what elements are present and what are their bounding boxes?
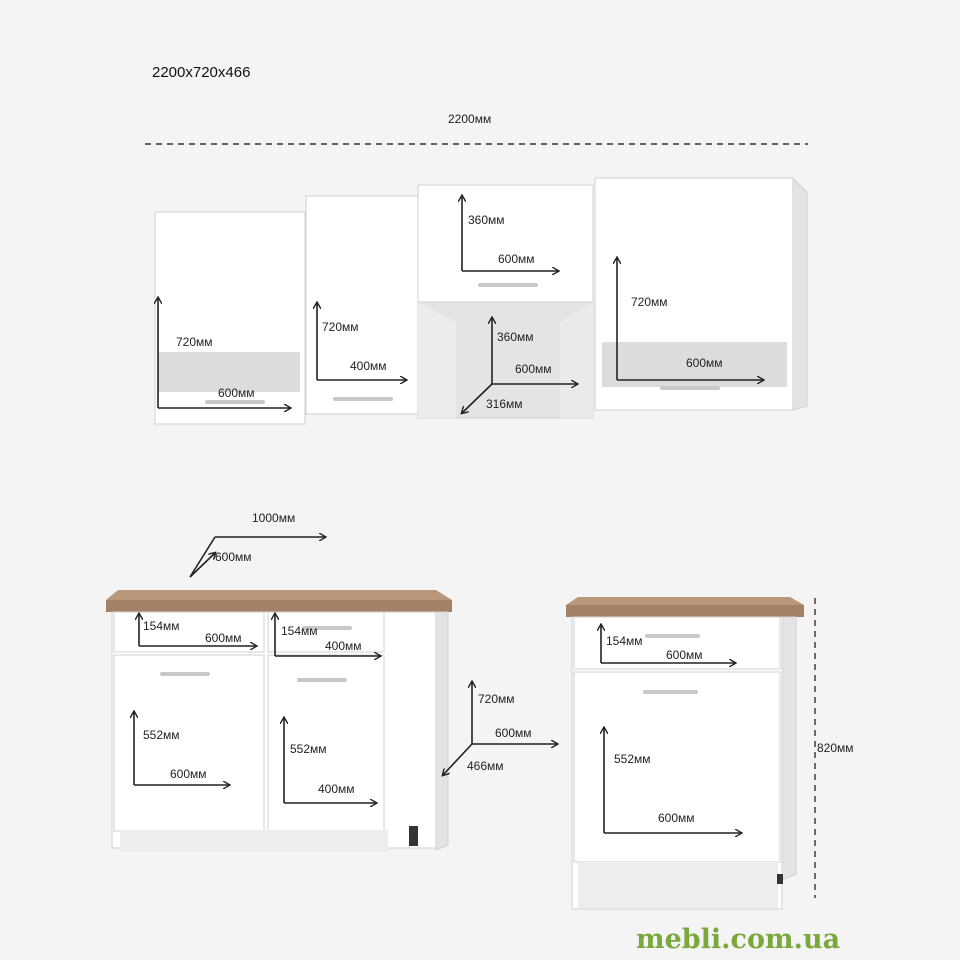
lower-door-left-height-label: 552мм	[143, 728, 180, 742]
upper-cabinet-open-niche	[417, 301, 594, 419]
lower-double-cabinet	[106, 590, 452, 852]
upper-cab3-width-label: 600мм	[498, 252, 535, 266]
lower-door-left-width-label: 600мм	[170, 767, 207, 781]
upper-cab2-height-label: 720мм	[322, 320, 359, 334]
upper-cab4-height-label: 720мм	[631, 295, 668, 309]
lower-gap-width-label: 600мм	[495, 726, 532, 740]
upper-cab3-height-label: 360мм	[468, 213, 505, 227]
upper-cab1-width-label: 600мм	[218, 386, 255, 400]
lower-top-width-label: 1000мм	[252, 511, 295, 525]
total-width-label: 2200мм	[448, 112, 491, 126]
upper-cab1-height-label: 720мм	[176, 335, 213, 349]
lower-single-cabinet	[566, 597, 804, 910]
lower-door-right-width-label: 400мм	[318, 782, 355, 796]
lower-top-depth-label: 600мм	[215, 550, 252, 564]
lower-door-right-height-label: 552мм	[290, 742, 327, 756]
single-door-height-label: 552мм	[614, 752, 651, 766]
lower-drawer-left-width-label: 600мм	[205, 631, 242, 645]
single-drawer-height-label: 154мм	[606, 634, 643, 648]
upper-gap-depth-arrow	[462, 383, 493, 413]
upper-gap-height-label: 360мм	[497, 330, 534, 344]
lower-top-corner-line	[189, 536, 216, 578]
lower-top-depth-arrow	[189, 553, 215, 578]
set-dimensions-title: 2200x720x466	[152, 64, 250, 81]
lower-drawer-right-width-label: 400мм	[325, 639, 362, 653]
single-door-width-label: 600мм	[658, 811, 695, 825]
upper-cabinet-2	[305, 195, 419, 415]
lower-gap-height-label: 720мм	[478, 692, 515, 706]
watermark: mebli.com.ua	[636, 924, 840, 955]
upper-gap-width-label: 600мм	[515, 362, 552, 376]
single-total-height-label: 820мм	[817, 741, 854, 755]
upper-cabinet-4	[594, 176, 808, 411]
upper-cabinet-1	[154, 211, 306, 425]
lower-drawer-left-height-label: 154мм	[143, 619, 180, 633]
upper-cab2-width-label: 400мм	[350, 359, 387, 373]
single-drawer-width-label: 600мм	[666, 648, 703, 662]
upper-cabinet-3	[417, 184, 594, 303]
upper-gap-depth-label: 316мм	[486, 397, 523, 411]
upper-cab4-width-label: 600мм	[686, 356, 723, 370]
lower-gap-depth-arrow	[443, 743, 473, 775]
lower-drawer-right-height-label: 154мм	[281, 624, 318, 638]
lower-gap-depth-label: 466мм	[467, 759, 504, 773]
